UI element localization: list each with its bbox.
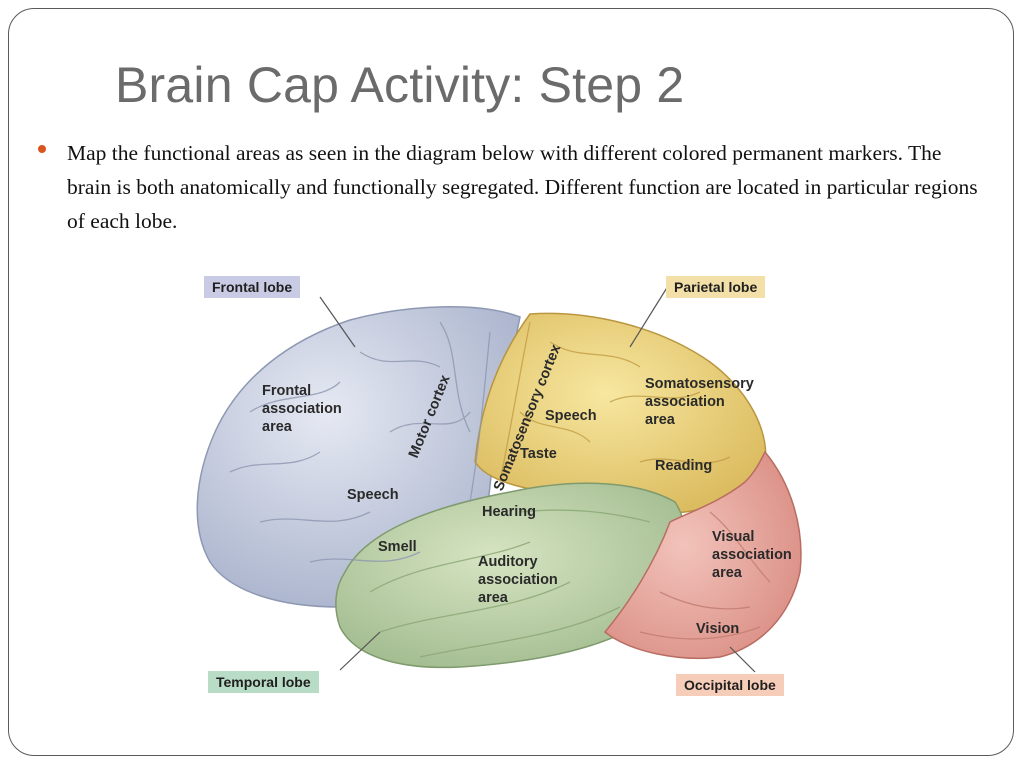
vision-label: Vision (696, 621, 740, 637)
speech-parietal-label: Speech (545, 408, 597, 424)
frontal-leader-line (319, 296, 356, 348)
reading-label: Reading (655, 458, 713, 474)
visual-association-label: Visual association area (712, 529, 792, 581)
parietal-lobe-shape (474, 312, 767, 515)
frontal-association-label: Frontal association area (262, 383, 342, 435)
bullet-text: Map the functional areas as seen in the … (67, 141, 978, 233)
auditory-association-label: Auditory association area (478, 554, 558, 606)
frontal-lobe-label: Frontal lobe (204, 276, 301, 298)
temporal-lobe-label: Temporal lobe (208, 671, 319, 693)
parietal-leader-line (629, 285, 669, 348)
taste-label: Taste (520, 446, 557, 462)
temporal-leader-line (339, 631, 381, 671)
speech-frontal-label: Speech (347, 487, 399, 503)
parietal-lobe-label: Parietal lobe (666, 276, 766, 298)
occipital-lobe-shape (603, 450, 802, 660)
occipital-leader-line (729, 646, 756, 673)
occipital-lobe-label: Occipital lobe (676, 674, 784, 696)
smell-label: Smell (378, 539, 417, 555)
bullet-icon (38, 145, 46, 153)
somatosensory-association-label: Somatosensory association area (645, 376, 754, 428)
brain-diagram: Frontal lobe Parietal lobe Temporal lobe… (190, 262, 830, 712)
hearing-label: Hearing (482, 504, 536, 520)
bullet-item: Map the functional areas as seen in the … (38, 136, 978, 238)
brain-illustration (196, 285, 802, 673)
slide-title: Brain Cap Activity: Step 2 (115, 57, 685, 113)
